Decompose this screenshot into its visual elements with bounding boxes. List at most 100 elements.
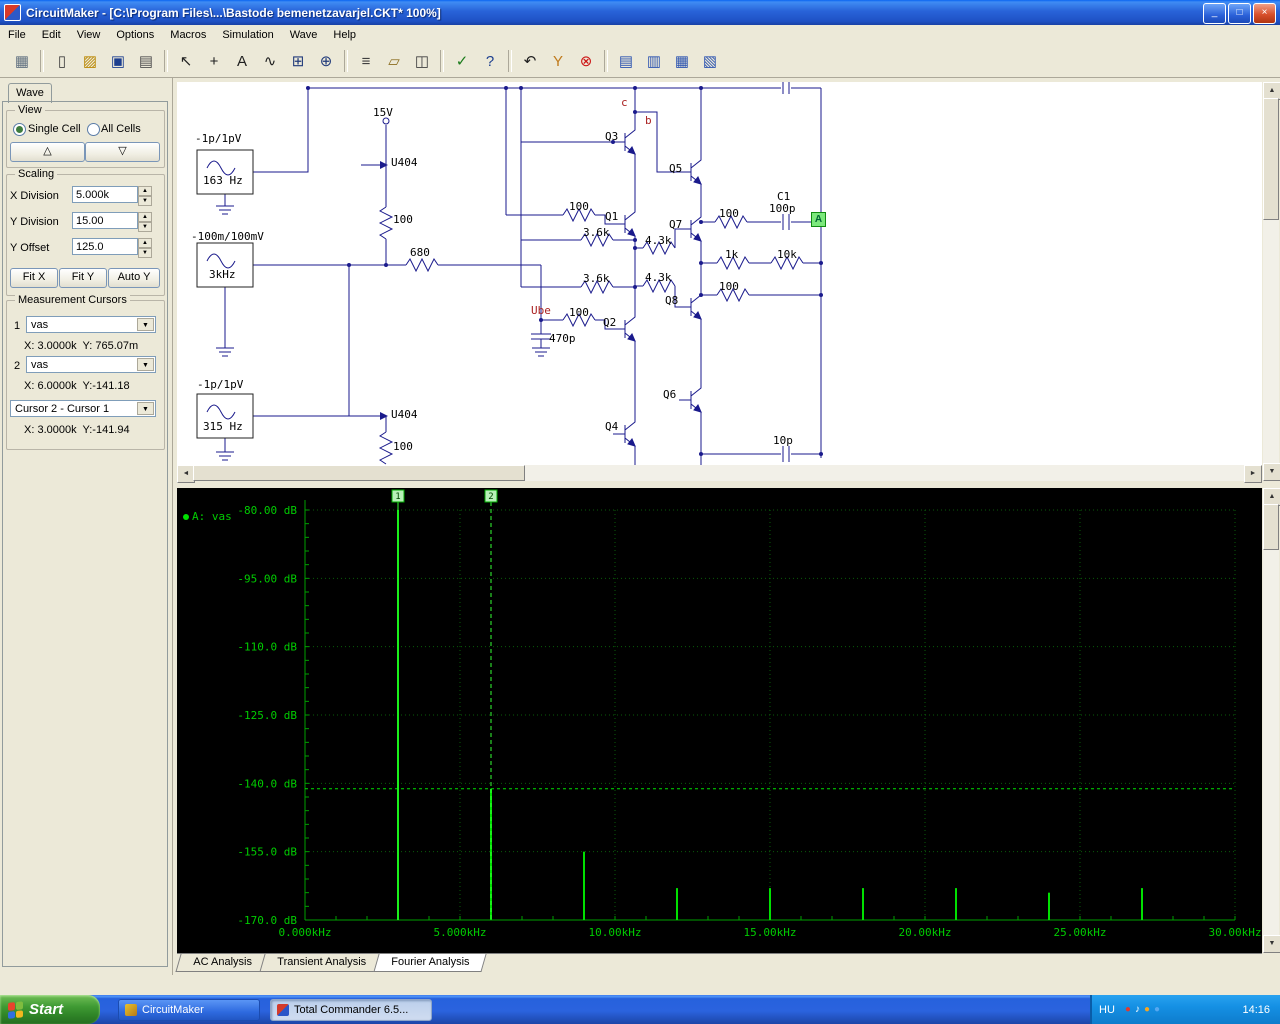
undo-icon[interactable]: ↶	[523, 53, 537, 70]
spinner-up-icon[interactable]: ▲	[138, 212, 152, 222]
cursor-1-signal-combo[interactable]: vas ▼	[26, 316, 156, 333]
wizard-icon[interactable]: ✓	[455, 53, 469, 70]
fit-y-button[interactable]: Fit Y	[59, 268, 107, 288]
menu-item-edit[interactable]: Edit	[41, 29, 61, 41]
scroll-right-button[interactable]: ►	[1244, 465, 1262, 483]
y-division-input[interactable]	[72, 212, 138, 229]
spinner-up-icon[interactable]: ▲	[138, 186, 152, 196]
window-title: CircuitMaker - [C:\Program Files\...\Bas…	[26, 5, 441, 20]
wave-vscrollbar[interactable]: ▲ ▼	[1263, 488, 1280, 953]
combo-arrow-icon[interactable]: ▼	[137, 402, 154, 415]
probe-icon[interactable]: Y	[552, 52, 563, 70]
spinner-down-icon[interactable]: ▼	[138, 222, 152, 232]
menu-item-help[interactable]: Help	[333, 29, 357, 41]
auto-y-button[interactable]: Auto Y	[108, 268, 160, 288]
cursor-2-flag[interactable]	[484, 489, 498, 503]
menu-item-wave[interactable]: Wave	[289, 29, 318, 41]
scroll-down-button[interactable]: ▼	[1263, 463, 1280, 481]
cursor-1-flag[interactable]	[391, 489, 405, 503]
combo-arrow-icon[interactable]: ▼	[137, 358, 154, 371]
x-axis-label: 30.00kHz	[1209, 926, 1262, 939]
menu-item-view[interactable]: View	[76, 29, 101, 41]
toolbar-separator	[344, 50, 348, 72]
schematic-vscrollbar[interactable]: ▲ ▼	[1263, 82, 1280, 481]
place-part-icon[interactable]: +	[209, 52, 219, 70]
maximize-button[interactable]: □	[1228, 3, 1251, 24]
spinner-down-icon[interactable]: ▼	[138, 248, 152, 258]
wave-window[interactable]: -80.00 dB-95.00 dB-110.0 dB-125.0 dB-140…	[177, 488, 1262, 953]
tile-windows-icon[interactable]: ▤	[618, 53, 634, 70]
help-icon[interactable]: ?	[485, 52, 495, 70]
spinner-down-icon[interactable]: ▼	[138, 196, 152, 206]
select-tool-icon[interactable]: ↖	[179, 53, 193, 70]
scroll-down-button[interactable]: ▼	[1263, 935, 1280, 953]
start-button[interactable]: Start	[0, 995, 100, 1024]
wave-up-button[interactable]: △	[10, 142, 85, 162]
print-icon[interactable]: ▤	[138, 53, 154, 70]
text-tool-icon[interactable]: A	[236, 52, 247, 70]
taskbar-item-circuitmaker[interactable]: CircuitMaker	[118, 999, 260, 1021]
y-division-spinner[interactable]: ▲ ▼	[138, 212, 152, 232]
fit-x-button[interactable]: Fit X	[10, 268, 58, 288]
probe-marker-a[interactable]: A	[811, 212, 826, 227]
open-file-icon[interactable]: ▨	[82, 53, 98, 70]
language-indicator[interactable]: HU	[1099, 1003, 1115, 1016]
antivirus-icon[interactable]: ●	[1124, 1003, 1131, 1015]
wire-tool-icon[interactable]: ∿	[263, 53, 277, 70]
x-axis-label: 10.00kHz	[589, 926, 642, 939]
cursor-diff-combo[interactable]: Cursor 2 - Cursor 1 ▼	[10, 400, 156, 417]
new-file-icon[interactable]: ▯	[57, 53, 67, 70]
zoom-tool-icon[interactable]: ⊕	[319, 53, 333, 70]
find-part-icon[interactable]: ≡	[361, 52, 371, 70]
single-cell-radio[interactable]	[13, 123, 26, 136]
menu-item-macros[interactable]: Macros	[170, 29, 207, 41]
tab-fourier-analysis[interactable]: Fourier Analysis	[372, 954, 487, 972]
tab-ac-analysis[interactable]: AC Analysis	[175, 954, 270, 972]
stop-simulation-icon[interactable]: ⊗	[579, 53, 593, 70]
schematic-hscrollbar[interactable]: ◄ ►	[177, 465, 1262, 483]
scaling-group-label: Scaling	[15, 168, 58, 180]
tray-icons: ●♪●●	[1123, 1003, 1162, 1015]
network-icon[interactable]: ●	[1153, 1003, 1161, 1015]
wave-down-button[interactable]: ▽	[85, 142, 160, 162]
cursor-1-signal: vas	[31, 319, 49, 331]
save-icon[interactable]: ▣	[110, 53, 126, 70]
split-windows-icon[interactable]: ▧	[702, 53, 718, 70]
cursor-2-signal-combo[interactable]: vas ▼	[26, 356, 156, 373]
menu-item-file[interactable]: File	[8, 29, 26, 41]
copy-icon[interactable]: ▱	[388, 53, 400, 70]
y-offset-spinner[interactable]: ▲ ▼	[138, 238, 152, 258]
taskbar-item-total-commander[interactable]: Total Commander 6.5...	[270, 999, 432, 1021]
zoom-area-icon[interactable]: ⊞	[291, 53, 305, 70]
minimize-button[interactable]: _	[1203, 3, 1226, 24]
combo-arrow-icon[interactable]: ▼	[137, 318, 154, 331]
tab-wave[interactable]: Wave	[8, 83, 52, 103]
close-button[interactable]: ×	[1253, 3, 1276, 24]
cascade-windows-icon[interactable]: ▥	[646, 53, 662, 70]
split-view-icon[interactable]: ◫	[414, 53, 430, 70]
component-label: 100	[569, 200, 589, 213]
all-cells-radio[interactable]	[87, 123, 100, 136]
component-label: 680	[410, 246, 430, 259]
menu-item-simulation[interactable]: Simulation	[222, 29, 274, 41]
hscroll-thumb[interactable]	[193, 465, 525, 481]
trace-name: A: vas	[192, 510, 232, 523]
y-offset-input[interactable]	[72, 238, 138, 255]
menu-item-options[interactable]: Options	[116, 29, 155, 41]
tab-transient-analysis[interactable]: Transient Analysis	[259, 954, 384, 972]
y-division-label: Y Division	[10, 216, 59, 228]
wave-vscroll-thumb[interactable]	[1263, 504, 1279, 550]
component-label: 4.3k	[645, 271, 672, 284]
x-division-spinner[interactable]: ▲ ▼	[138, 186, 152, 206]
volume-icon[interactable]: ♪	[1134, 1003, 1140, 1015]
messenger-icon[interactable]: ●	[1143, 1003, 1150, 1015]
vscroll-thumb[interactable]	[1263, 98, 1279, 220]
x-division-input[interactable]	[72, 186, 138, 203]
all-cells-label: All Cells	[101, 123, 141, 135]
circuitmaker-task-icon	[125, 1004, 137, 1016]
parts-browser-icon[interactable]: ▦	[14, 53, 30, 70]
spectrum-plot[interactable]: -80.00 dB-95.00 dB-110.0 dB-125.0 dB-140…	[177, 488, 1262, 953]
spinner-up-icon[interactable]: ▲	[138, 238, 152, 248]
arrange-windows-icon[interactable]: ▦	[674, 53, 690, 70]
